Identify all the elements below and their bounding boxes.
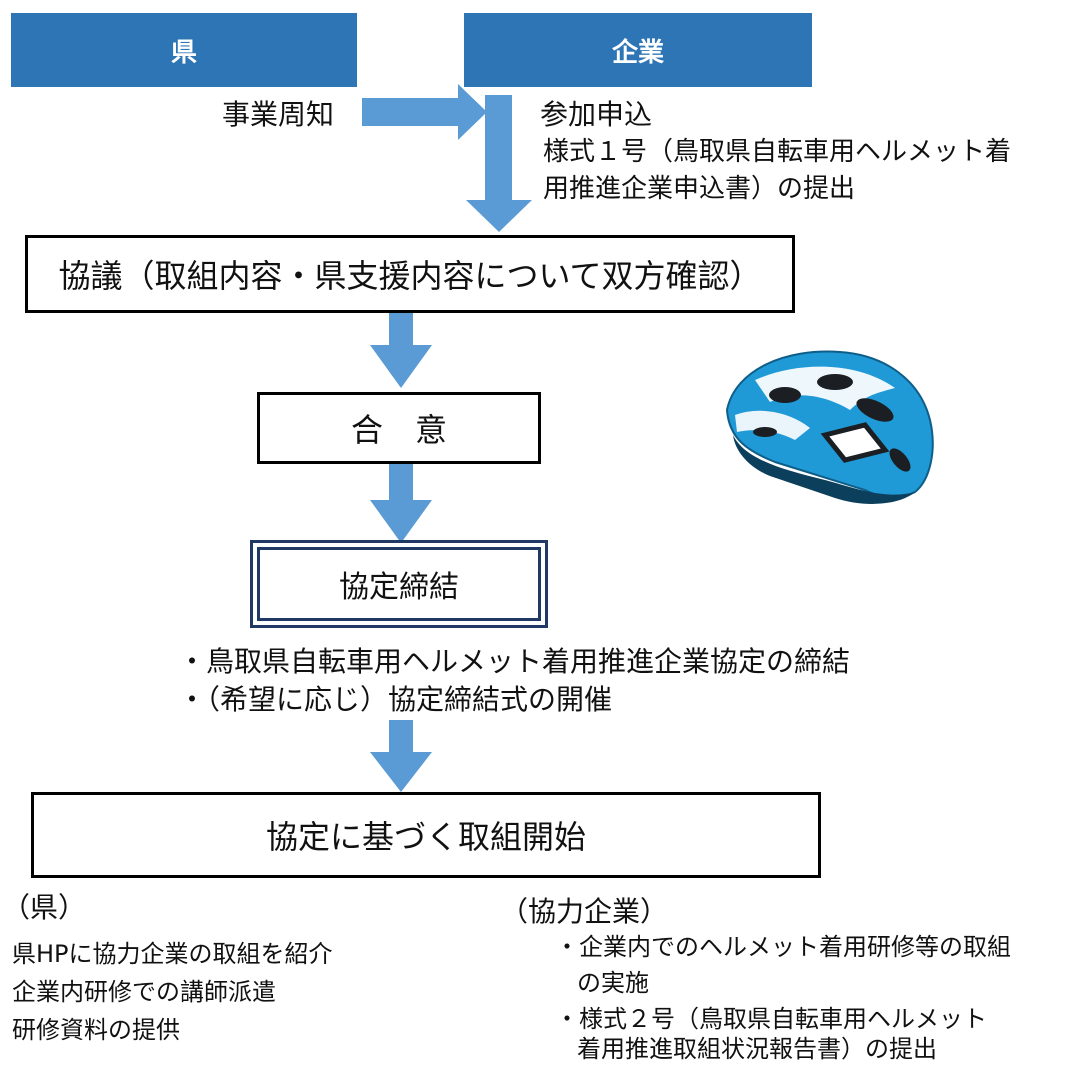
company-item-3: ・様式２号（鳥取県自転車用ヘルメット — [555, 1005, 987, 1033]
start-box: 協定に基づく取組開始 — [31, 792, 821, 878]
company-header: 企業 — [464, 13, 812, 87]
prefecture-header-label: 県 — [170, 37, 197, 68]
down-arrow-icon — [370, 720, 432, 792]
bicycle-helmet-icon — [725, 350, 934, 504]
conclusion-label: 協定締結 — [339, 570, 459, 605]
company-item-1: ・企業内でのヘルメット着用研修等の取組 — [555, 933, 1011, 961]
prefecture-section-heading: （県） — [2, 891, 87, 924]
announce-label: 事業周知 — [222, 98, 335, 131]
agreement-label: 合 意 — [350, 411, 447, 449]
conclusion-note-1: ・鳥取県自転車用ヘルメット着用推進企業協定の締結 — [178, 645, 851, 678]
company-header-label: 企業 — [611, 37, 664, 68]
prefecture-header: 県 — [11, 13, 357, 87]
down-arrow-icon — [466, 95, 532, 232]
consultation-box: 協議（取組内容・県支援内容について双方確認） — [25, 235, 795, 313]
apply-label: 参加申込 — [540, 98, 653, 131]
apply-detail-line-1: 様式１号（鳥取県自転車用ヘルメット着 — [543, 137, 1012, 167]
company-item-2: の実施 — [577, 969, 649, 997]
conclusion-box: 協定締結 — [250, 540, 548, 628]
agreement-box: 合 意 — [257, 392, 541, 464]
company-item-4: 着用推進取組状況報告書）の提出 — [577, 1035, 937, 1063]
company-section-heading: （協力企業） — [500, 895, 669, 928]
conclusion-note-2: ・（希望に応じ）協定締結式の開催 — [178, 683, 613, 716]
prefecture-item-2: 企業内研修での講師派遣 — [12, 978, 276, 1006]
down-arrow-icon — [370, 310, 432, 388]
right-arrow-icon — [362, 84, 487, 140]
consultation-label: 協議（取組内容・県支援内容について双方確認） — [58, 257, 762, 295]
apply-detail-line-2: 用推進企業申込書）の提出 — [543, 174, 856, 204]
prefecture-item-1: 県HPに協力企業の取組を紹介 — [12, 940, 333, 968]
start-label: 協定に基づく取組開始 — [265, 818, 586, 856]
down-arrow-icon — [370, 460, 432, 543]
prefecture-item-3: 研修資料の提供 — [12, 1016, 180, 1044]
